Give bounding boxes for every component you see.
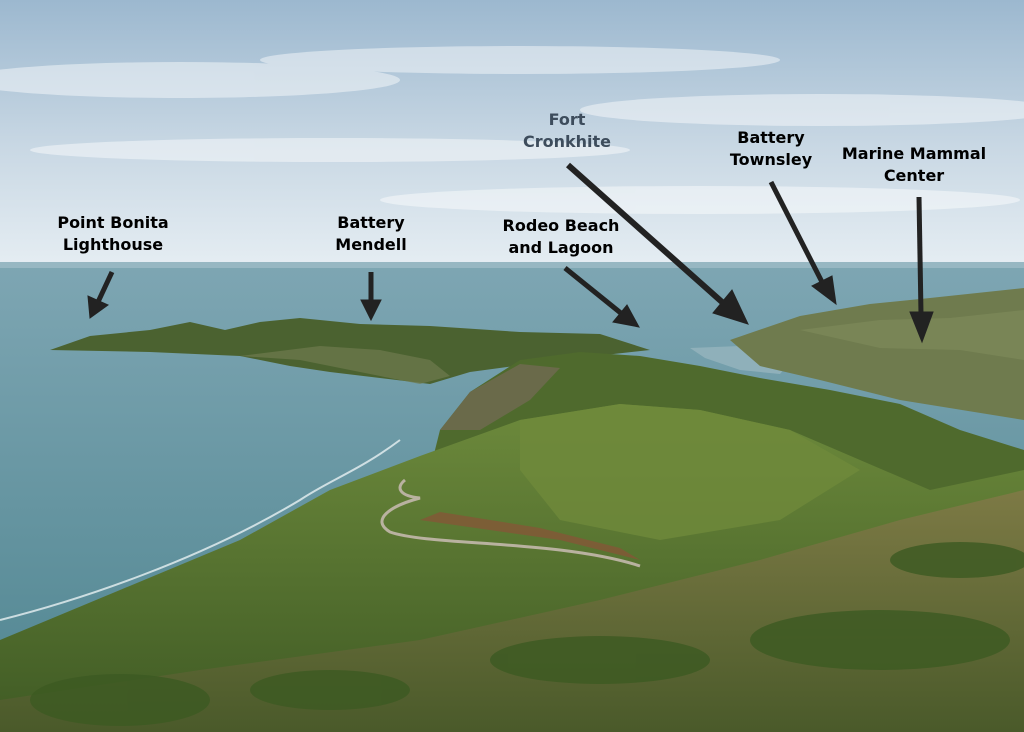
winding-road	[380, 478, 641, 568]
surf-line	[0, 439, 401, 621]
label-line: Point Bonita	[57, 213, 169, 232]
arrow-marine-mammal-center	[909, 196, 934, 344]
label-line: Rodeo Beach	[502, 216, 620, 235]
sky	[0, 0, 1024, 270]
label-line: Battery	[337, 213, 405, 232]
arrow-battery-mendell	[360, 272, 382, 322]
label-line: Lighthouse	[62, 235, 164, 254]
label-battery-townsley: Battery Townsley	[730, 127, 812, 171]
arrow-fort-cronkhite	[566, 162, 749, 325]
arrow-rodeo-beach	[563, 266, 640, 328]
arrows	[87, 162, 934, 344]
arrow-point-bonita	[87, 270, 115, 319]
label-line: Fort	[548, 110, 586, 129]
label-line: Marine Mammal	[841, 144, 987, 163]
label-battery-mendell: Battery Mendell	[335, 212, 406, 256]
label-line: Cronkhite	[522, 132, 612, 151]
label-line: Center	[883, 166, 945, 185]
label-point-bonita-lighthouse: Point Bonita Lighthouse	[57, 212, 168, 256]
arrow-battery-townsley	[768, 180, 837, 306]
label-line: Battery	[737, 128, 805, 147]
label-line: and Lagoon	[508, 238, 614, 257]
label-marine-mammal-center: Marine Mammal Center	[842, 143, 986, 187]
clouds	[0, 46, 1024, 214]
foreground-brush	[0, 490, 1024, 732]
label-line: Mendell	[335, 235, 407, 254]
label-line: Townsley	[729, 150, 813, 169]
label-fort-cronkhite: Fort Cronkhite	[523, 109, 611, 153]
label-rodeo-beach-and-lagoon: Rodeo Beach and Lagoon	[503, 215, 620, 259]
